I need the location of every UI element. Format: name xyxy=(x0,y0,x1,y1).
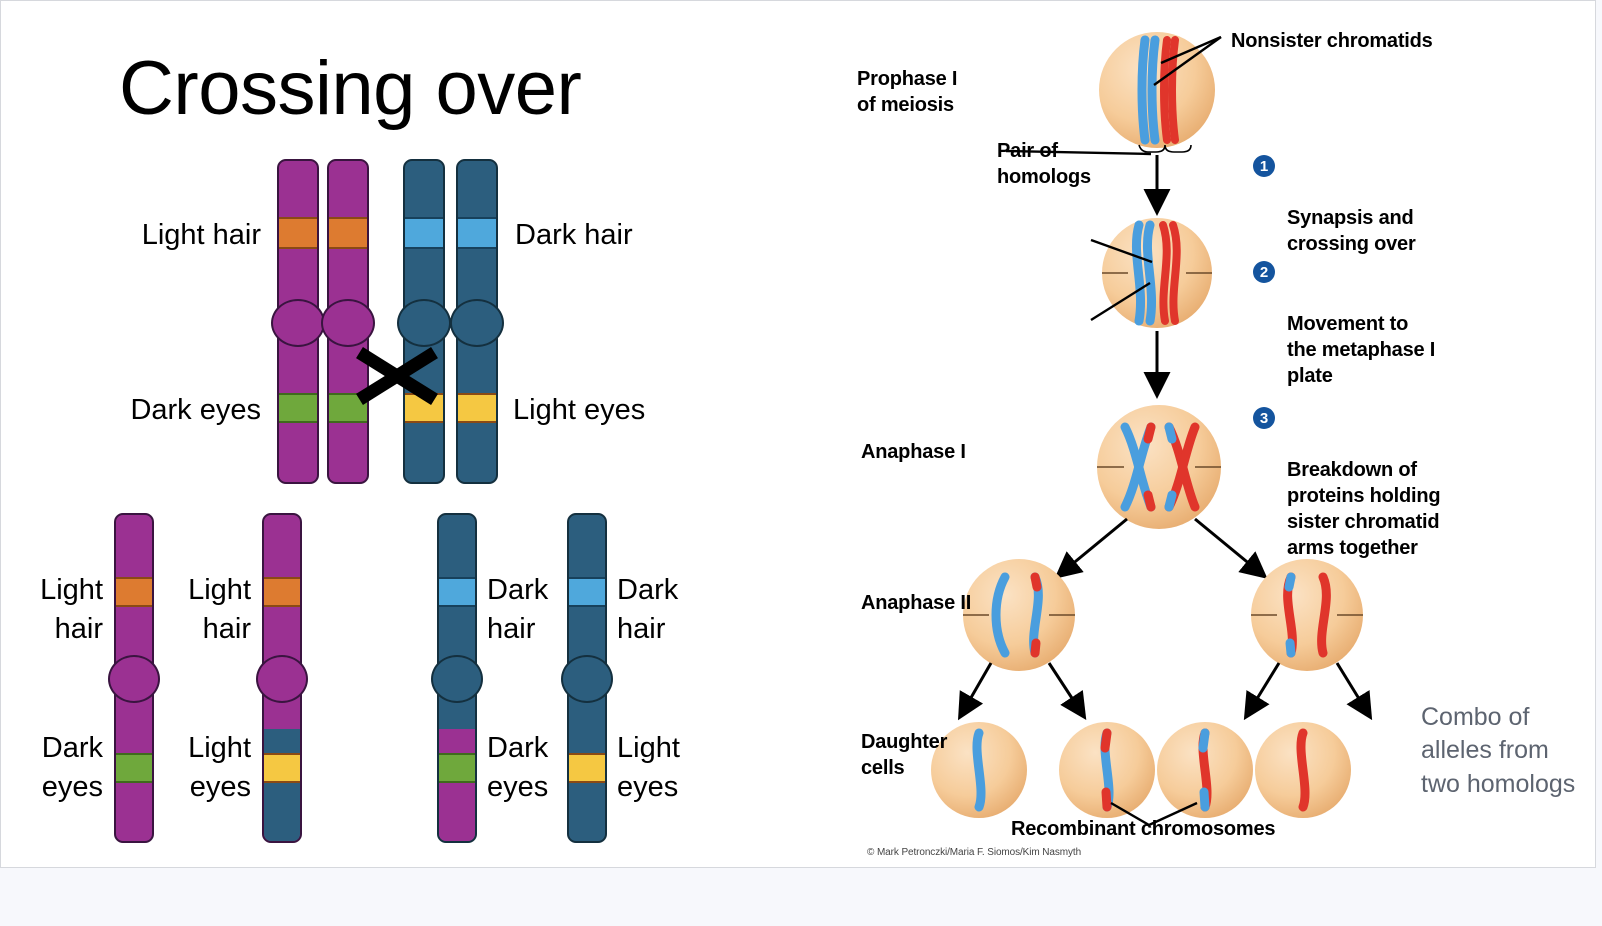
bottom-label-hair-4: Dark hair xyxy=(617,574,679,646)
bottom-label-eyes-2: Light eyes xyxy=(188,732,251,804)
daughter-cell-4 xyxy=(1255,722,1351,818)
step-1-text: Synapsis and crossing over xyxy=(1287,207,1416,255)
label-light-eyes: Light eyes xyxy=(513,394,646,426)
centromere xyxy=(108,655,160,703)
cell-anaphase-i xyxy=(1097,405,1221,529)
stage-label-anaphase-ii: Anaphase II xyxy=(861,592,972,614)
step-1: 1 Synapsis and crossing over xyxy=(1253,153,1416,257)
centromere xyxy=(431,655,483,703)
step-2: 2 Movement to the metaphase I plate xyxy=(1253,259,1435,389)
centromere xyxy=(397,299,451,347)
top-chromatid-blue-1 xyxy=(397,159,451,484)
callout-nonsister-chromatids: Nonsister chromatids xyxy=(1231,30,1433,52)
cell-anaphase-ii-left xyxy=(963,559,1075,671)
bottom-label-eyes-4: Light eyes xyxy=(617,732,680,804)
centromere xyxy=(321,299,375,347)
top-chromatid-purple-2 xyxy=(321,159,375,484)
label-light-hair: Light hair xyxy=(141,219,261,251)
top-chromatid-purple-1 xyxy=(271,159,325,484)
recombined-purple-arm xyxy=(439,729,475,841)
bottom-chromosome-parental-purple xyxy=(108,513,160,843)
slide-canvas: Crossing over Light h xyxy=(0,0,1596,868)
band-light-hair xyxy=(264,577,300,607)
band-light-hair xyxy=(279,217,317,249)
page-title: Crossing over xyxy=(119,46,582,131)
step-3-text: Breakdown of proteins holding sister chr… xyxy=(1287,459,1441,559)
step-3-badge: 3 xyxy=(1253,407,1275,429)
centromere xyxy=(561,655,613,703)
label-dark-hair: Dark hair xyxy=(515,219,633,251)
band-dark-eyes xyxy=(116,753,152,783)
cell-anaphase-ii-right xyxy=(1251,559,1363,671)
bottom-label-eyes-3: Dark eyes xyxy=(487,732,549,804)
centromere xyxy=(271,299,325,347)
band-dark-eyes xyxy=(279,393,317,423)
cell-metaphase-i xyxy=(1102,218,1212,328)
top-chromatid-blue-2 xyxy=(450,159,504,484)
band-dark-hair xyxy=(569,577,605,607)
band-dark-eyes xyxy=(439,753,475,783)
daughter-cell-2 xyxy=(1059,722,1155,818)
step-2-badge: 2 xyxy=(1253,261,1275,283)
band-dark-hair xyxy=(439,577,475,607)
bottom-chromosome-recombinant-purple-blue xyxy=(256,513,308,843)
daughter-cell-3 xyxy=(1157,722,1253,818)
centromere xyxy=(450,299,504,347)
daughter-cell-1 xyxy=(931,722,1027,818)
meiosis-diagram: Prophase I of meiosis Anaphase I Anaphas… xyxy=(839,15,1599,871)
bottom-chromosome-parental-blue xyxy=(561,513,613,843)
band-dark-hair xyxy=(458,217,496,249)
callout-pair-of-homologs: Pair of homologs xyxy=(997,140,1091,188)
stage-label-anaphase-i: Anaphase I xyxy=(861,441,966,463)
cell-prophase-i xyxy=(1099,32,1215,153)
band-light-eyes xyxy=(458,393,496,423)
band-light-eyes xyxy=(264,753,300,783)
meiosis-figure xyxy=(931,32,1373,827)
band-light-hair xyxy=(116,577,152,607)
annotation-combo-note: Combo of alleles from two homologs xyxy=(1421,703,1576,798)
bottom-label-hair-1: Light hair xyxy=(40,574,103,646)
step-3: 3 Breakdown of proteins holding sister c… xyxy=(1253,405,1441,561)
centromere xyxy=(256,655,308,703)
bottom-label-hair-3: Dark hair xyxy=(487,574,549,646)
bottom-label-hair-2: Light hair xyxy=(188,574,251,646)
callout-recombinant-chromosomes: Recombinant chromosomes xyxy=(1011,818,1276,840)
recombined-blue-arm xyxy=(264,729,300,841)
stage-label-daughter-cells: Daughter cells xyxy=(861,731,948,779)
band-light-hair xyxy=(329,217,367,249)
step-1-badge: 1 xyxy=(1253,155,1275,177)
bottom-chromosome-recombinant-blue-purple xyxy=(431,513,483,843)
step-2-text: Movement to the metaphase I plate xyxy=(1287,313,1436,387)
label-dark-eyes: Dark eyes xyxy=(130,394,261,426)
band-light-eyes xyxy=(569,753,605,783)
stage-label-prophase: Prophase I of meiosis xyxy=(857,68,958,116)
figure-credit: © Mark Petronczki/Maria F. Siomos/Kim Na… xyxy=(867,847,1082,858)
band-dark-hair xyxy=(405,217,443,249)
bottom-label-eyes-1: Dark eyes xyxy=(41,732,103,804)
crossover-x-icon xyxy=(356,347,438,405)
